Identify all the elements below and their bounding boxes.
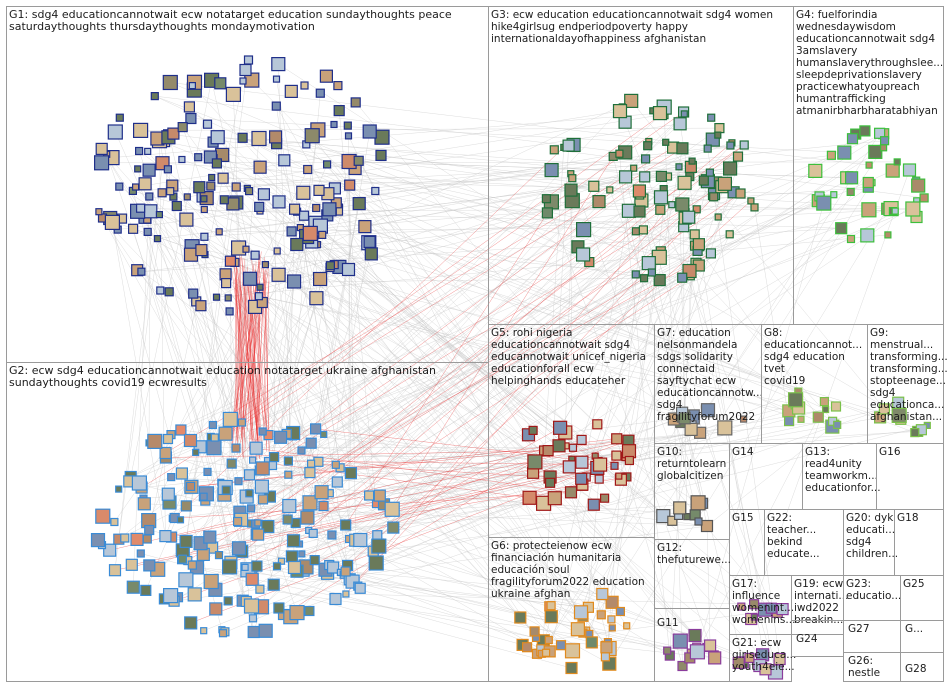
group-box-g5[interactable]: G5: rohi nigeria educationcannotwait sdg… bbox=[488, 324, 655, 538]
group-label-g6: G6: protecteienow ecw financiación human… bbox=[491, 540, 645, 600]
group-box-g16[interactable]: G16 bbox=[876, 443, 944, 510]
group-label-g19: G19: ecw internati... iwd2022 breakin... bbox=[794, 578, 848, 626]
group-box-g20[interactable]: G20: dyk educati... sdg4 children... bbox=[843, 509, 895, 576]
group-box-g14[interactable]: G14 bbox=[729, 443, 803, 510]
group-box-g6[interactable]: G6: protecteienow ecw financiación human… bbox=[488, 537, 655, 682]
group-label-g24: G24 bbox=[796, 633, 818, 645]
group-label-g29: G... bbox=[905, 623, 923, 635]
group-box-g7[interactable]: G7: education nelsonmandela sdgs solidar… bbox=[654, 324, 762, 444]
group-label-g15: G15 bbox=[732, 512, 754, 524]
group-label-g20: G20: dyk educati... sdg4 children... bbox=[846, 512, 898, 560]
group-box-g13[interactable]: G13: read4unity teamworkm... educationfo… bbox=[802, 443, 877, 510]
group-label-g4: G4: fuelforindia wednesdaywisdom educati… bbox=[796, 9, 943, 117]
group-box-g21[interactable]: G21: ecw girlseduca... youth4eie... bbox=[729, 634, 792, 682]
group-box-g27[interactable]: G27 bbox=[843, 620, 901, 653]
group-label-g1: G1: sdg4 educationcannotwait ecw notatar… bbox=[9, 9, 452, 33]
group-box-g4[interactable]: G4: fuelforindia wednesdaywisdom educati… bbox=[793, 6, 944, 325]
group-box-g25[interactable]: G25 bbox=[900, 575, 944, 621]
group-box-g24[interactable]: G24 bbox=[791, 620, 844, 657]
group-label-g16: G16 bbox=[879, 446, 901, 458]
group-label-g7: G7: education nelsonmandela sdgs solidar… bbox=[657, 327, 763, 423]
group-label-g11: G11 bbox=[657, 617, 679, 629]
group-box-g12[interactable]: G12: thefuturewe... bbox=[654, 539, 730, 609]
group-label-g23: G23: educatio... bbox=[846, 578, 901, 602]
group-box-g2[interactable]: G2: ecw sdg4 educationcannotwait educati… bbox=[6, 362, 489, 682]
group-box-g3[interactable]: G3: ecw education educationcannotwait sd… bbox=[488, 6, 794, 325]
group-label-g2: G2: ecw sdg4 educationcannotwait educati… bbox=[9, 365, 436, 389]
group-box-g17[interactable]: G17: influence womenint... womenins... bbox=[729, 575, 792, 635]
group-box-g28[interactable]: G28 bbox=[900, 652, 944, 682]
group-label-g10: G10: returntolearn globalcitizen bbox=[657, 446, 726, 482]
group-label-g21: G21: ecw girlseduca... youth4eie... bbox=[732, 637, 796, 673]
group-label-g12: G12: thefuturewe... bbox=[657, 542, 731, 566]
group-box-g1[interactable]: G1: sdg4 educationcannotwait ecw notatar… bbox=[6, 6, 489, 363]
group-label-g3: G3: ecw education educationcannotwait sd… bbox=[491, 9, 773, 45]
group-label-g17: G17: influence womenint... womenins... bbox=[732, 578, 795, 626]
group-label-g26: G26: nestle bbox=[848, 655, 880, 679]
group-box-g10[interactable]: G10: returntolearn globalcitizen bbox=[654, 443, 730, 540]
group-label-g14: G14 bbox=[732, 446, 754, 458]
group-box-g11[interactable]: G11 bbox=[654, 608, 730, 682]
group-label-g22: G22: teacher... bekind educate... bbox=[767, 512, 820, 560]
group-label-g8: G8: educationcannot... sdg4 education tv… bbox=[764, 327, 867, 387]
group-label-g25: G25 bbox=[903, 578, 925, 590]
group-box-g29[interactable]: G... bbox=[900, 620, 944, 653]
group-label-g13: G13: read4unity teamworkm... educationfo… bbox=[805, 446, 881, 494]
group-box-g8[interactable]: G8: educationcannot... sdg4 education tv… bbox=[761, 324, 868, 444]
group-label-g9: G9: menstrual... transforming... transfo… bbox=[870, 327, 948, 423]
group-box-g26[interactable]: G26: nestle bbox=[843, 652, 901, 682]
group-box-g15[interactable]: G15 bbox=[729, 509, 765, 576]
group-box-g18[interactable]: G18 bbox=[894, 509, 944, 576]
group-label-g27: G27 bbox=[848, 623, 870, 635]
group-box-g22[interactable]: G22: teacher... bekind educate... bbox=[764, 509, 844, 576]
group-label-g28: G28 bbox=[905, 663, 927, 675]
group-label-g5: G5: rohi nigeria educationcannotwait sdg… bbox=[491, 327, 646, 387]
group-box-g23[interactable]: G23: educatio... bbox=[843, 575, 901, 621]
group-label-g18: G18 bbox=[897, 512, 919, 524]
group-box-g9[interactable]: G9: menstrual... transforming... transfo… bbox=[867, 324, 944, 444]
